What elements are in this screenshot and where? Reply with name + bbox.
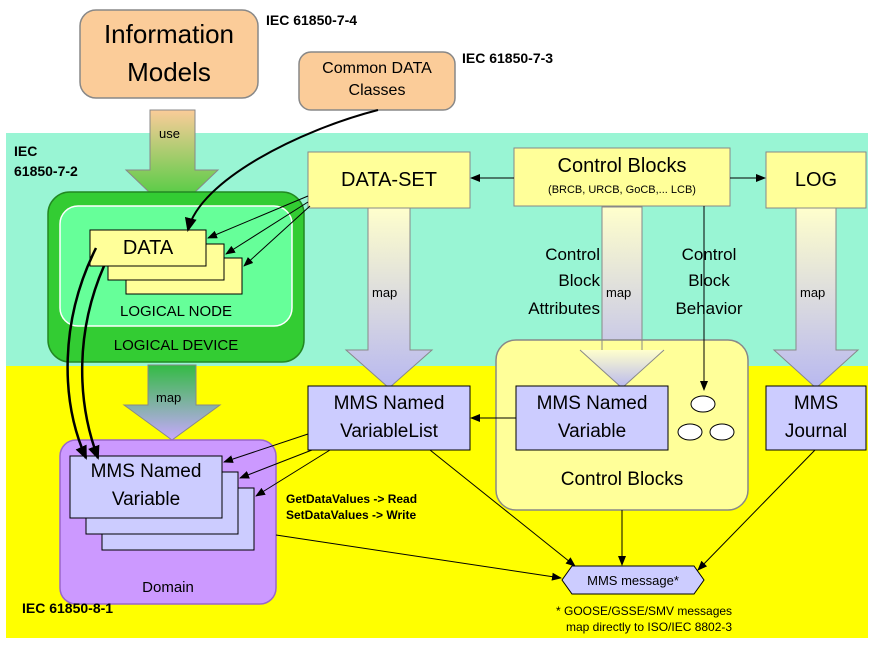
mms-var-cb-line2: Variable [557, 421, 627, 442]
common-data-line1: Common DATA [322, 60, 432, 77]
log-label: LOG [794, 168, 838, 191]
map-arrow-log [772, 206, 860, 389]
standard-61850-7-2-line2: 61850-7-2 [14, 163, 78, 179]
standard-61850-8-1: IEC 61850-8-1 [22, 600, 114, 616]
data-set-box [307, 151, 471, 209]
state-left [677, 423, 703, 441]
use-label: use [159, 126, 180, 141]
mms-named-variablelist-box [307, 385, 471, 451]
domain-label: Domain [142, 578, 194, 596]
log-box [765, 151, 867, 209]
map-arrow-logical-device [122, 364, 222, 441]
mms-var-cb-line1: MMS Named [536, 393, 648, 414]
footnote-line2: map directly to ISO/IEC 8802-3 [566, 620, 733, 634]
standard-61850-7-3: IEC 61850-7-3 [462, 50, 554, 66]
logical-node-label: LOGICAL NODE [120, 302, 232, 320]
control-blocks-title: Control Blocks [557, 154, 687, 177]
mms-named-variable-cb-box [515, 385, 669, 451]
control-blocks-container-label: Control Blocks [560, 469, 684, 490]
map-arrow-dataset [344, 206, 434, 389]
footnote-line1: * GOOSE/GSSE/SMV messages [556, 604, 733, 618]
state-right [709, 423, 735, 441]
mms-journal-box [765, 385, 867, 451]
control-blocks-sub: (BRCB, URCB, GoCB,... LCB) [548, 184, 696, 196]
mms-journal-line2: Journal [784, 421, 848, 442]
state-top [690, 395, 716, 413]
mms-named-variable-domain-box [69, 455, 223, 519]
information-models-line2: Models [127, 56, 211, 87]
mms-var-dom-line2: Variable [111, 489, 181, 510]
map-label-dataset: map [372, 285, 398, 300]
mms-message-label: MMS message* [587, 572, 679, 588]
map-label-domain: map [156, 390, 182, 405]
arrow-cdc-to-data [184, 109, 379, 232]
data-box [89, 229, 207, 267]
map-label-log: map [800, 285, 826, 300]
set-data-values: SetDataValues -> Write [286, 508, 417, 522]
cb-attributes-line2: Block [558, 271, 600, 290]
map-label-cb: map [606, 285, 632, 300]
information-models-box [79, 9, 259, 99]
cb-behavior-line1: Control [681, 245, 737, 264]
standard-61850-7-2-line1: IEC [14, 143, 38, 159]
mms-journal-line1: MMS [793, 393, 839, 414]
mms-varlist-line1: MMS Named [333, 393, 445, 414]
information-models-line1: Information [103, 18, 235, 49]
control-blocks-box [513, 147, 731, 207]
data-label: DATA [122, 236, 174, 259]
standard-61850-7-4: IEC 61850-7-4 [266, 12, 358, 28]
cb-behavior-line3: Behavior [675, 299, 743, 318]
mms-varlist-line2: VariableList [340, 421, 438, 442]
mms-var-dom-line1: MMS Named [90, 461, 202, 482]
cb-behavior-line2: Block [688, 271, 730, 290]
cb-attributes-line1: Control [545, 245, 600, 264]
cb-attributes-line3: Attributes [528, 299, 600, 318]
get-data-values: GetDataValues -> Read [286, 492, 418, 506]
data-set-label: DATA-SET [341, 168, 437, 191]
common-data-line2: Classes [348, 82, 406, 99]
logical-device-label: LOGICAL DEVICE [113, 336, 239, 354]
